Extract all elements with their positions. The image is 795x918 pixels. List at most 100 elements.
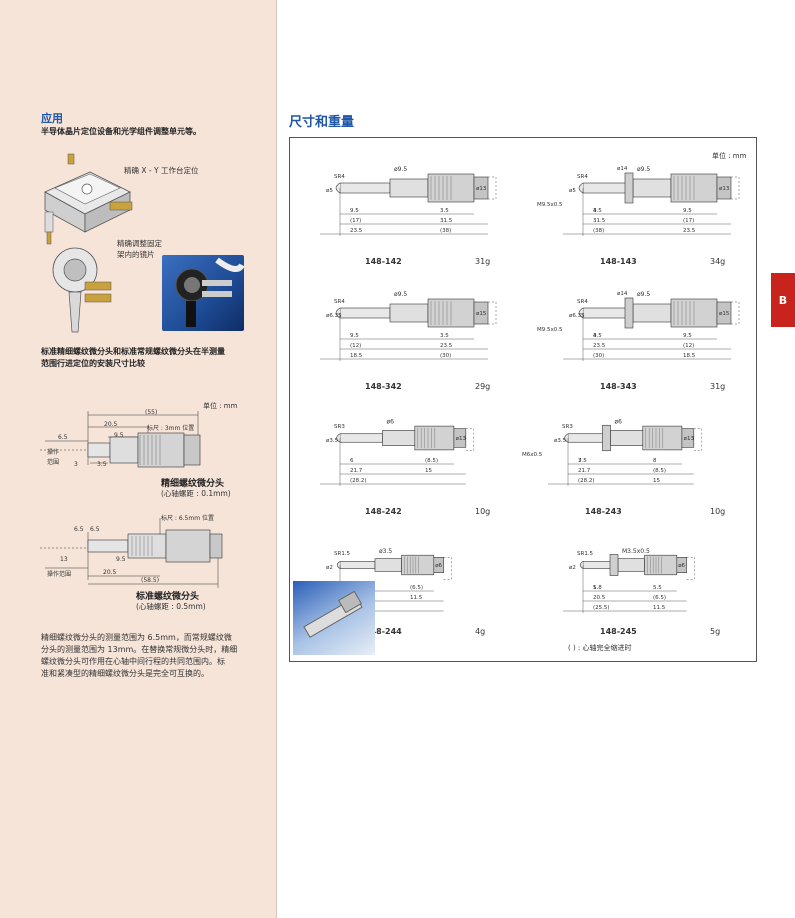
label-mirror-holder-1: 精确调整固定 [117,239,162,248]
dim-148-242-1: (8.5) [425,458,438,464]
dim-148-142-3: 31.5 [440,218,453,224]
explanation-paragraph: 精细螺纹微分头的测量范围为 6.5mm，而常规螺纹微 分头的测量范围为 13mm… [41,632,237,680]
dim-148-244-d3: ø2 [326,565,333,571]
dim-148-243-d1: ø6 [615,419,623,426]
dim-148-243-5: 15 [653,478,660,484]
dim-148-342-1: 3.5 [440,333,449,339]
xy-stage-illustration [44,153,133,245]
std-dim-58-5: (58.5) [141,577,160,584]
dim-148-143-d2: ø13 [719,186,730,192]
paragraph-line: 精细螺纹微分头的测量范围为 6.5mm，而常规螺纹微 [41,633,232,642]
model-code-148-342: 148-342 [365,382,402,391]
model-code-148-142: 148-142 [365,257,402,266]
dim-148-243-6: (28.2) [578,478,595,484]
dim-148-343-d4: SR4 [577,299,588,305]
dim-148-243-0: 3 [578,458,582,464]
application-heading: 应用 [41,112,63,125]
dim-148-142-d2: ø13 [476,186,487,192]
micrometer-photo [293,581,375,655]
standard-thread-drawing [40,518,223,588]
application-desc: 半导体晶片定位设备和光学组件调整单元等。 [41,127,201,136]
model-weight-148-342: 29g [475,382,490,391]
compare-heading-1: 标准精细螺纹微分头和标准常规螺纹微分头在半测量 [41,347,225,356]
fine-dim-6-5: 6.5 [58,434,68,441]
dim-148-242-3: 15 [425,468,432,474]
dim-148-242-d4: SR3 [334,424,345,430]
dim-148-143-thread: M9.5x0.5 [537,202,563,208]
dim-148-243-d4: SR3 [562,424,573,430]
dim-148-342-0: 9.5 [350,333,359,339]
dim-148-142-2: (17) [350,218,361,224]
fine-dim-20-5: 20.5 [104,421,118,428]
fine-scale-note: 标尺 : 3mm 位置 [147,425,195,432]
dim-148-142-d4: SR4 [334,174,345,180]
dim-148-245-1: 5.5 [653,585,662,591]
section-tab-b: B [771,273,795,327]
dim-148-242-d3: ø3.5 [326,438,339,444]
dim-148-244-3: 11.5 [410,595,423,601]
dim-148-143-6: (38) [593,228,604,234]
dim-148-143-2: 3.5 [593,208,602,214]
fine-dim-3-5: 3.5 [97,461,107,468]
std-dim-6-5a: 6.5 [74,526,84,533]
model-code-148-245: 148-245 [600,627,637,636]
dimensions-heading: 尺寸和重量 [289,115,355,130]
dim-148-245-4: 20.5 [593,595,606,601]
dim-148-143-d4: SR4 [577,174,588,180]
label-mirror-holder-2: 架内的镜片 [117,250,155,259]
std-range-label: 操作范围 [47,571,72,578]
fine-dim-3: 3 [74,461,78,468]
fine-dim-9-5: 9.5 [114,432,124,439]
model-weight-148-245: 5g [710,627,720,636]
dim-148-343-4: 23.5 [593,343,606,349]
dim-148-143-4: 31.5 [593,218,606,224]
dim-148-343-6: (30) [593,353,604,359]
dim-148-143-1: 9.5 [683,208,692,214]
dim-148-245-5: 11.5 [653,605,666,611]
dim-148-342-3: 23.5 [440,343,453,349]
model-weight-148-343: 31g [710,382,725,391]
fine-title: 精细螺纹微分头 [161,479,225,489]
fine-subtitle: (心轴螺距 : 0.1mm) [161,489,231,498]
std-dim-20-5: 20.5 [103,569,117,576]
dim-148-245-d4: SR1.5 [577,551,594,557]
dim-148-343-thread: M9.5x0.5 [537,327,563,333]
dim-148-244-1: (6.5) [410,585,423,591]
model-weight-148-143: 34g [710,257,725,266]
model-code-148-243: 148-243 [585,507,622,516]
dim-148-343-2: 3.5 [593,333,602,339]
dim-148-343-5: 18.5 [683,353,696,359]
fine-dim-55: (55) [145,409,158,416]
std-title: 标准螺纹微分头 [136,592,200,602]
dim-148-244-d2: ø6 [435,563,442,569]
dim-148-142-0: 9.5 [350,208,359,214]
dim-148-242-d2: ø13 [456,436,467,442]
dim-148-343-d1: ø9.5 [637,291,650,298]
dim-148-143-d1: ø9.5 [637,166,650,173]
model-code-148-143: 148-143 [600,257,637,266]
dim-148-245-d2: ø6 [678,563,685,569]
dim-148-142-d3: ø5 [326,188,333,194]
dim-148-342-d2: ø15 [476,311,487,317]
column-divider [276,0,277,918]
model-code-148-244: 148-244 [365,627,402,636]
dim-148-142-5: (38) [440,228,451,234]
model-weight-148-244: 4g [475,627,485,636]
dim-148-342-d4: SR4 [334,299,345,305]
dim-148-243-2: 7.5 [578,458,587,464]
dim-148-244-d4: SR1.5 [334,551,351,557]
dim-148-343-d2: ø15 [719,311,730,317]
dim-148-242-2: 21.7 [350,468,363,474]
dim-148-342-2: (12) [350,343,361,349]
dim-148-142-d1: ø9.5 [394,166,407,173]
model-weight-148-243: 10g [710,507,725,516]
dim-148-343-1: 9.5 [683,333,692,339]
mirror-holder-photo [162,255,244,331]
label-xy-stage: 精确 X - Y 工作台定位 [124,166,199,175]
